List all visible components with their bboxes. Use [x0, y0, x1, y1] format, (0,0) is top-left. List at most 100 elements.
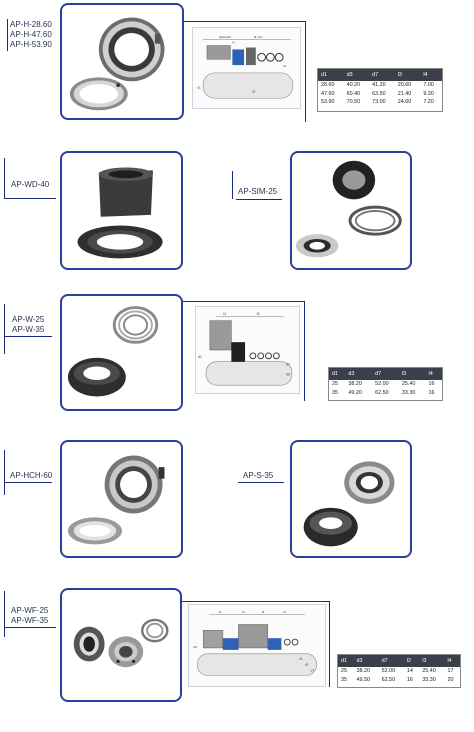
product-photo-wd[interactable] [60, 151, 183, 270]
technical-drawing-wf: l2 l4 l3 d1 d3 d7 d5 l4 [188, 604, 326, 687]
connector-line [184, 21, 305, 22]
seal-photo-illustration [67, 455, 165, 545]
technical-drawing-hn: Hameshi l3 mm d1 d3 d7 l4 [192, 27, 301, 109]
cell: 62.50 [381, 676, 396, 683]
dim-label: d7 [283, 64, 287, 68]
product-photo-s[interactable] [290, 440, 412, 558]
product-photo-hn[interactable] [60, 3, 184, 120]
cell: 63.50 [372, 90, 386, 97]
cell: 7.20 [423, 99, 434, 106]
product-photo-wf[interactable] [60, 588, 182, 702]
table-row: 25 38.20 52.00 25.40 16 [329, 380, 442, 389]
cell: 33.30 [401, 389, 416, 396]
cell: 49.50 [356, 676, 370, 683]
connector-line [182, 601, 330, 602]
cross-section-drawing: l2 l4 l3 d1 d3 d7 d5 l4 [194, 610, 317, 676]
cell: 28.60 [321, 82, 335, 89]
cross-section-drawing: Hameshi l3 mm d1 d3 d7 l4 [197, 35, 294, 99]
table-row: 53.90 70.50 73.00 24.60 7.20 [318, 98, 442, 107]
col-header: d1 [338, 655, 354, 667]
dim-label: d7 [286, 363, 290, 367]
col-header: l3 [419, 655, 445, 667]
label-accent-line [232, 171, 233, 199]
label-accent-line [4, 304, 5, 354]
seal-photo-illustration [73, 618, 169, 668]
label-accent-line [4, 450, 5, 495]
dimension-table-hn: d1 d3 d7 l3 l4 28.60 40.20 41.20 20.60 7… [317, 68, 443, 112]
cell: 35 [341, 676, 347, 683]
cell: 41.20 [372, 82, 386, 89]
table-row: 28.60 40.20 41.20 20.60 7.00 [318, 81, 442, 90]
dim-label: l2 [219, 610, 222, 614]
dim-label: d7 [311, 668, 315, 672]
col-header: d7 [372, 368, 399, 380]
dim-label: l4 [283, 610, 286, 614]
dim-label: l4 [242, 610, 245, 614]
product-photo-hch[interactable] [60, 440, 183, 558]
cell: 62.50 [375, 389, 389, 396]
dim-label: d1 [299, 657, 303, 661]
label-underline [238, 482, 284, 483]
connector-line [329, 601, 330, 687]
cell: 73.00 [372, 99, 386, 106]
product-label-wf: AP-WF-25 AP-WF-35 [11, 606, 48, 626]
connector-line [305, 21, 306, 122]
label-accent-line [4, 158, 5, 198]
label-underline [4, 627, 56, 628]
cell: 38.20 [356, 668, 370, 675]
cell: 24.60 [397, 99, 412, 106]
product-code: AP-H-28.60 [10, 20, 52, 29]
col-header: d3 [353, 655, 379, 667]
table-row: 35 49.20 62.50 33.30 16 [329, 389, 442, 398]
cell: 49.20 [348, 389, 362, 396]
label-underline [4, 336, 52, 337]
col-header: l2 [403, 655, 420, 667]
cell: 16 [406, 676, 413, 683]
col-header: l4 [420, 69, 442, 81]
cell: 47.60 [321, 90, 335, 97]
label-accent-line [7, 19, 8, 51]
table-row: 35 49.50 62.50 16 33.30 20 [338, 676, 460, 685]
seal-photo-illustration [69, 17, 165, 111]
cell: 35 [332, 389, 338, 396]
product-code: AP-WF-35 [11, 616, 49, 625]
product-label-wd: AP-WD-40 [11, 180, 49, 190]
product-photo-sim[interactable] [290, 151, 412, 270]
seal-photo-illustration [303, 461, 395, 547]
cell: 9.30 [423, 90, 434, 97]
dim-table: d1 d3 d7 l3 l4 25 38.20 52.00 25.40 16 3… [329, 368, 442, 397]
dim-table: d1 d3 d7 l2 l3 l4 25 38.20 52.00 14 25.4… [338, 655, 460, 684]
dimension-table-w: d1 d3 d7 l3 l4 25 38.20 52.00 25.40 16 3… [328, 367, 443, 401]
seal-photo-illustration [67, 306, 159, 397]
cell: 52.00 [381, 668, 396, 675]
table-header-row: d1 d3 d7 l3 l4 [329, 368, 442, 380]
dim-label: l3 [262, 610, 265, 614]
product-code: AP-SIM-25 [238, 187, 278, 196]
col-header: d1 [329, 368, 346, 380]
dim-label: l3 [257, 312, 260, 316]
dimension-table-wf: d1 d3 d7 l2 l3 l4 25 38.20 52.00 14 25.4… [337, 654, 461, 688]
seal-photo-illustration [295, 160, 402, 258]
dim-label: Hameshi [219, 35, 232, 39]
cell: 20.60 [397, 82, 412, 89]
col-header: d7 [369, 69, 395, 81]
dim-label: d5 [194, 645, 198, 649]
product-label-w: AP-W-25 AP-W-35 [12, 315, 44, 335]
cell: 17 [447, 668, 454, 675]
dim-label: d1 [198, 355, 202, 359]
table-header-row: d1 d3 d7 l3 l4 [318, 69, 442, 81]
col-header: d3 [345, 368, 373, 380]
col-header: l3 [394, 69, 421, 81]
cell: 40.20 [346, 82, 361, 89]
cell: 25 [332, 381, 338, 388]
product-code: AP-HCH-60 [10, 471, 53, 480]
cell: 38.20 [348, 381, 362, 388]
product-photo-w[interactable] [60, 294, 183, 411]
cell: 16 [428, 389, 435, 396]
dim-label: l3 mm [254, 35, 263, 39]
product-label-hch: AP-HCH-60 [10, 471, 52, 481]
col-header: d7 [378, 655, 404, 667]
cell: 60.40 [346, 90, 361, 97]
product-code: AP-H-53.90 [10, 40, 52, 49]
col-header: d1 [318, 69, 344, 81]
